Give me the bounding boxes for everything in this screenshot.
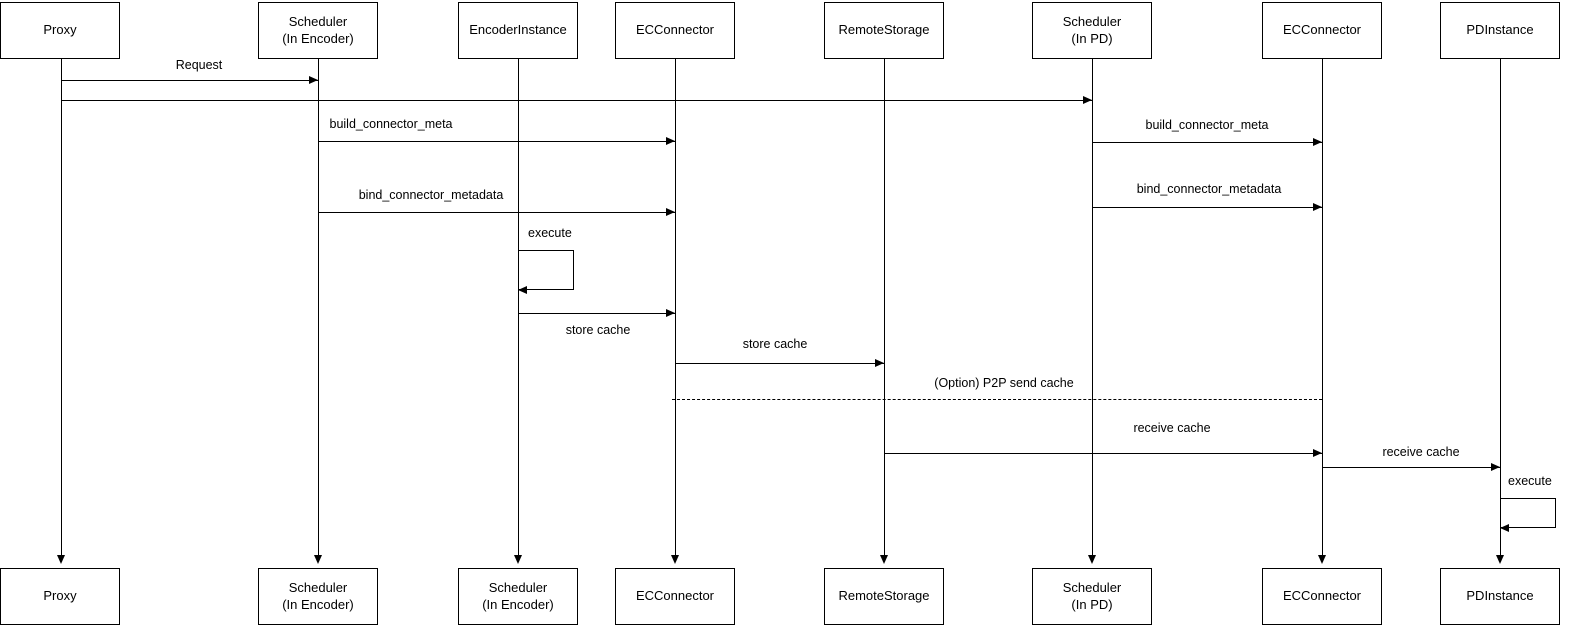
message-label-m10: receive cache [1133, 421, 1211, 435]
lifeline-pd_inst [1500, 59, 1501, 556]
lifeline-end-arrow-sched_enc [314, 555, 322, 564]
bottom-participant-label-proxy: Proxy [43, 588, 77, 604]
self-message-arrowhead-s1 [518, 286, 527, 294]
self-message-label-s2: execute [1508, 474, 1552, 488]
message-arrowhead-m3 [666, 137, 675, 145]
top-participant-box-sched_enc: Scheduler (In Encoder) [258, 2, 378, 59]
bottom-participant-label-pd_inst: PDInstance [1466, 588, 1534, 604]
top-participant-box-proxy: Proxy [0, 2, 120, 59]
self-message-label-s1: execute [528, 226, 572, 240]
message-line-m7 [518, 313, 675, 314]
top-participant-label-remote: RemoteStorage [838, 22, 930, 38]
top-participant-label-ec_conn_pd: ECConnector [1282, 22, 1362, 38]
message-arrowhead-m7 [666, 309, 675, 317]
top-participant-label-ec_conn_enc: ECConnector [635, 22, 715, 38]
top-participant-label-sched_pd: Scheduler (In PD) [1062, 14, 1122, 46]
message-arrowhead-m8 [875, 359, 884, 367]
bottom-participant-label-ec_conn_pd: ECConnector [1282, 588, 1362, 604]
message-arrowhead-m2 [1083, 96, 1092, 104]
self-message-loop-s1 [518, 250, 574, 290]
lifeline-end-arrow-sched_pd [1088, 555, 1096, 564]
lifeline-end-arrow-pd_inst [1496, 555, 1504, 564]
lifeline-ec_conn_enc [675, 59, 676, 556]
message-line-m9 [672, 399, 1322, 400]
bottom-participant-box-encoder_inst: Scheduler (In Encoder) [458, 568, 578, 625]
message-line-m11 [1322, 467, 1500, 468]
lifeline-ec_conn_pd [1322, 59, 1323, 556]
self-message-arrowhead-s2 [1500, 524, 1509, 532]
bottom-participant-label-encoder_inst: Scheduler (In Encoder) [482, 580, 554, 612]
message-arrowhead-m6 [1313, 203, 1322, 211]
lifeline-end-arrow-encoder_inst [514, 555, 522, 564]
message-label-m9: (Option) P2P send cache [934, 376, 1074, 390]
message-label-m4: build_connector_meta [1145, 118, 1269, 132]
message-arrowhead-m5 [666, 208, 675, 216]
top-participant-label-proxy: Proxy [43, 22, 77, 38]
message-line-m3 [318, 141, 675, 142]
bottom-participant-box-pd_inst: PDInstance [1440, 568, 1560, 625]
message-line-m5 [318, 212, 675, 213]
bottom-participant-box-sched_enc: Scheduler (In Encoder) [258, 568, 378, 625]
top-participant-box-encoder_inst: EncoderInstance [458, 2, 578, 59]
top-participant-label-pd_inst: PDInstance [1466, 22, 1534, 38]
lifeline-sched_pd [1092, 59, 1093, 556]
top-participant-box-ec_conn_enc: ECConnector [615, 2, 735, 59]
top-participant-box-remote: RemoteStorage [824, 2, 944, 59]
message-line-m4 [1092, 142, 1322, 143]
lifeline-end-arrow-proxy [57, 555, 65, 564]
lifeline-remote [884, 59, 885, 556]
bottom-participant-box-remote: RemoteStorage [824, 568, 944, 625]
bottom-participant-label-sched_pd: Scheduler (In PD) [1062, 580, 1122, 612]
top-participant-label-sched_enc: Scheduler (In Encoder) [282, 14, 354, 46]
message-arrowhead-m11 [1491, 463, 1500, 471]
lifeline-sched_enc [318, 59, 319, 556]
message-label-m3: build_connector_meta [329, 117, 453, 131]
message-line-m8 [675, 363, 884, 364]
bottom-participant-box-ec_conn_enc: ECConnector [615, 568, 735, 625]
lifeline-end-arrow-remote [880, 555, 888, 564]
top-participant-box-ec_conn_pd: ECConnector [1262, 2, 1382, 59]
message-arrowhead-m4 [1313, 138, 1322, 146]
self-message-loop-s2 [1500, 498, 1556, 528]
lifeline-proxy [61, 59, 62, 556]
message-label-m6: bind_connector_metadata [1136, 182, 1282, 196]
lifeline-end-arrow-ec_conn_enc [671, 555, 679, 564]
bottom-participant-label-ec_conn_enc: ECConnector [635, 588, 715, 604]
message-line-m1 [61, 80, 318, 81]
message-label-m11: receive cache [1382, 445, 1460, 459]
lifeline-encoder_inst [518, 59, 519, 556]
bottom-participant-box-ec_conn_pd: ECConnector [1262, 568, 1382, 625]
top-participant-label-encoder_inst: EncoderInstance [469, 22, 567, 38]
message-arrowhead-m10 [1313, 449, 1322, 457]
message-label-m1: Request [175, 58, 223, 72]
message-arrowhead-m1 [309, 76, 318, 84]
message-line-m2 [61, 100, 1092, 101]
message-line-m10 [884, 453, 1322, 454]
lifeline-end-arrow-ec_conn_pd [1318, 555, 1326, 564]
top-participant-box-pd_inst: PDInstance [1440, 2, 1560, 59]
bottom-participant-label-sched_enc: Scheduler (In Encoder) [282, 580, 354, 612]
message-line-m6 [1092, 207, 1322, 208]
message-label-m5: bind_connector_metadata [358, 188, 504, 202]
bottom-participant-label-remote: RemoteStorage [838, 588, 930, 604]
top-participant-box-sched_pd: Scheduler (In PD) [1032, 2, 1152, 59]
message-label-m7: store cache [565, 323, 631, 337]
bottom-participant-box-sched_pd: Scheduler (In PD) [1032, 568, 1152, 625]
bottom-participant-box-proxy: Proxy [0, 568, 120, 625]
message-label-m8: store cache [742, 337, 808, 351]
